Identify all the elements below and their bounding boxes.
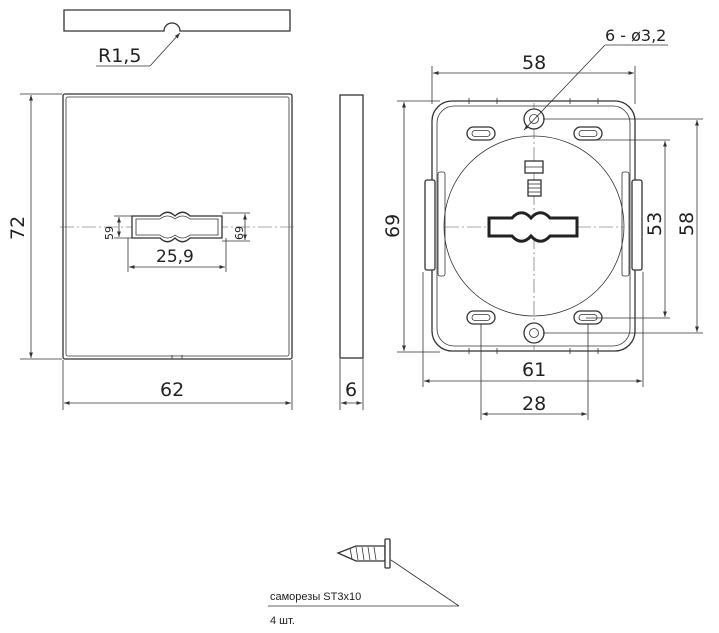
radius-label: R1,5 [98,45,141,67]
bottom-28-label: 28 [522,393,546,415]
screw-icon: саморезы ST3x10 4 шт. [268,538,460,627]
slot-hole-top-left [466,126,496,141]
cover-slot [131,211,223,243]
top-58-label: 58 [522,52,546,74]
height-72-label: 72 [7,216,29,240]
slot-59-label: 59 [103,226,116,240]
screws-name-label: саморезы ST3x10 [270,591,361,603]
slot-69-label: 69 [233,226,246,240]
holes-label: 6 - ø3,2 [605,26,666,45]
right-58-label: 58 [676,212,698,236]
round-hole-bottom [523,322,545,344]
depth-6-label: 6 [345,379,357,401]
bottom-61-label: 61 [522,359,546,381]
right-53-label: 53 [644,212,666,236]
slot-hole-bottom-right [573,310,603,325]
left-69-label: 69 [382,214,404,238]
screws-qty-label: 4 шт. [270,615,295,627]
mounting-plate-view: 58 6 - ø3,2 69 53 58 61 28 [382,26,703,420]
width-62-label: 62 [160,379,184,401]
cover-top-view: R1,5 [63,9,291,67]
plate-slot [487,211,579,243]
cover-front-view: 72 62 59 69 25,9 [7,93,296,410]
slot-width-label: 25,9 [156,247,194,267]
cover-side-view: 6 [339,94,364,410]
slot-hole-bottom-left [466,310,496,325]
slot-hole-top-right [573,126,603,141]
